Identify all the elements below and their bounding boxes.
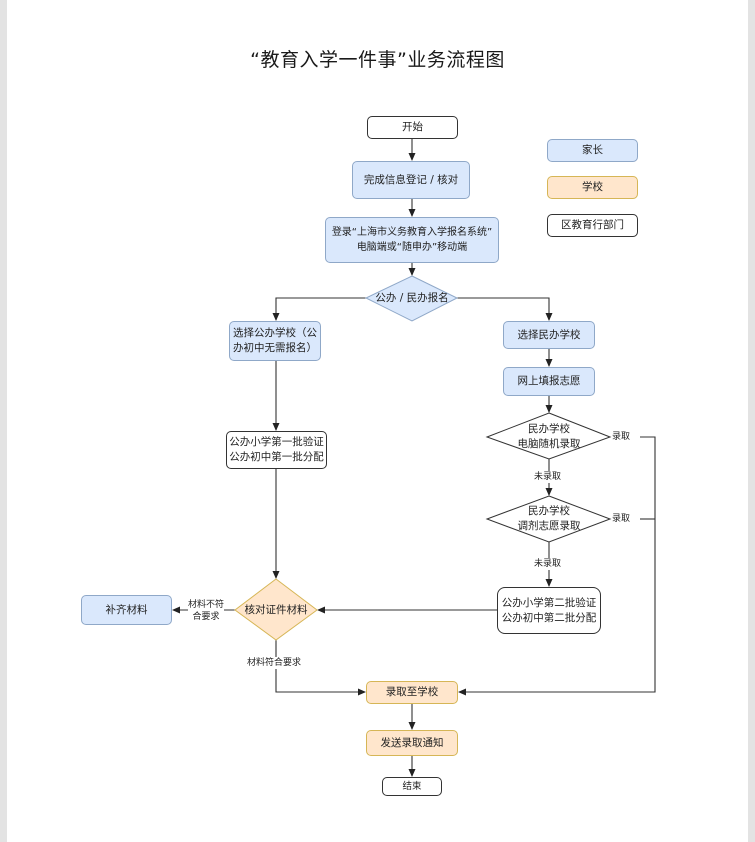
decision-adjust — [485, 495, 612, 543]
edge-lottery-admit — [458, 436, 656, 696]
edge-label-admitted-2: 录取 — [612, 513, 631, 525]
edge-label-admitted-1: 录取 — [612, 431, 631, 443]
legend-bureau-label: 区教育行部门 — [561, 219, 624, 231]
decision-choose-type — [364, 275, 459, 322]
decision-lottery-label: 民办学校 电脑随机录取 — [517, 423, 581, 450]
node-admit: 录取至学校 — [366, 681, 458, 704]
node-public-line1: 选择公办学校（公 — [233, 327, 317, 339]
legend-parent-label: 家长 — [582, 144, 603, 156]
decision-lottery — [485, 412, 612, 460]
edge-label-docs-fail: 材料不符 合要求 — [188, 599, 225, 623]
node-login: 登录“上海市义务教育入学报名系统” 电脑端或“随申办”移动端 — [325, 217, 499, 263]
node-batch1-line2: 公办初中第一批分配 — [229, 451, 324, 463]
node-supplement-label: 补齐材料 — [105, 603, 148, 616]
node-supplement: 补齐材料 — [81, 595, 172, 625]
edge-choose-private — [457, 297, 553, 321]
edge-choose-public — [272, 297, 366, 321]
node-batch2-line2: 公办初中第二批分配 — [501, 611, 597, 624]
node-batch2: 公办小学第二批验证 公办初中第二批分配 — [497, 587, 601, 634]
decision-adjust-label: 民办学校 调剂志愿录取 — [517, 505, 581, 532]
node-end: 结束 — [382, 777, 442, 796]
legend-parent: 家长 — [547, 139, 638, 162]
legend-bureau: 区教育行部门 — [547, 214, 638, 237]
edge-label-not-admitted-2: 未录取 — [534, 558, 562, 570]
node-fill-wishes: 网上填报志愿 — [503, 367, 595, 396]
decision-verify-docs-label: 核对证件材料 — [244, 603, 308, 616]
node-batch1-line1: 公办小学第一批验证 — [229, 436, 324, 448]
node-notify: 发送录取通知 — [366, 730, 458, 756]
node-end-label: 结束 — [402, 781, 422, 792]
node-start-label: 开始 — [402, 121, 423, 133]
node-start: 开始 — [367, 116, 458, 139]
node-batch1: 公办小学第一批验证 公办初中第一批分配 — [226, 431, 327, 469]
node-admit-label: 录取至学校 — [385, 686, 439, 698]
node-notify-label: 发送录取通知 — [380, 736, 444, 749]
decision-choose-type-label: 公办 / 民办报名 — [375, 291, 449, 304]
node-register: 完成信息登记 / 核对 — [352, 161, 470, 199]
edge-label-docs-ok: 材料符合要求 — [247, 657, 302, 669]
node-public-school: 选择公办学校（公 办初中无需报名） — [229, 321, 321, 361]
decision-verify-docs — [234, 578, 318, 641]
node-fill-wishes-label: 网上填报志愿 — [517, 375, 581, 387]
legend-school-label: 学校 — [582, 181, 603, 193]
node-register-label: 完成信息登记 / 核对 — [363, 173, 459, 186]
node-public-line2: 办初中无需报名） — [233, 342, 317, 354]
node-login-line2: 电脑端或“随申办”移动端 — [356, 242, 468, 253]
node-login-line1: 登录“上海市义务教育入学报名系统” — [331, 227, 493, 238]
edge-label-not-admitted-1: 未录取 — [534, 471, 562, 483]
node-private-label: 选择民办学校 — [517, 328, 581, 341]
legend-school: 学校 — [547, 176, 638, 199]
diagram-title: “教育入学一件事”业务流程图 — [250, 49, 505, 71]
node-batch2-line1: 公办小学第二批验证 — [501, 596, 597, 609]
node-private-school: 选择民办学校 — [503, 321, 595, 349]
